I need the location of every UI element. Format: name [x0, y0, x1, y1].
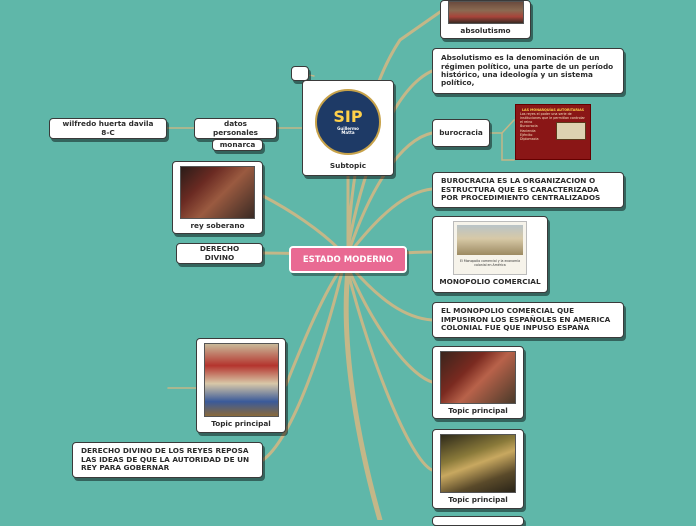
- empty-topic-node[interactable]: [291, 66, 309, 81]
- burocracia-image-bullet: Diplomacia: [520, 136, 539, 141]
- absolutismo-painting: [447, 1, 524, 24]
- table-illustration: [556, 122, 586, 140]
- rey-soberano-painting: [180, 166, 255, 219]
- topic-principal-left-label: Topic principal: [211, 419, 271, 428]
- subtopic-label: Subtopic: [329, 161, 367, 170]
- burocracia-image-bullet: Burocracia: [520, 124, 538, 129]
- burocracia-node[interactable]: burocracia: [432, 119, 490, 147]
- topic-principal-label: Topic principal: [448, 495, 508, 504]
- topic-principal-left-node[interactable]: Topic principal: [196, 338, 286, 433]
- derecho-divino-node[interactable]: DERECHO DIVINO: [176, 243, 263, 264]
- palace-painting: [440, 434, 516, 493]
- monopolio-node[interactable]: El Monopolio comercial y la economía col…: [432, 216, 548, 293]
- burocracia-label: burocracia: [439, 127, 483, 137]
- monopolio-illustration: El Monopolio comercial y la economía col…: [453, 221, 527, 275]
- datos-personales-label: datos personales: [212, 119, 259, 137]
- logo-seal: SIP Guillermo Matta: [315, 89, 381, 155]
- monopolio-definition-node[interactable]: EL MONOPOLIO COMERCIAL QUE IMPUSIRON LOS…: [432, 302, 624, 338]
- burocracia-image-bullet: Hacienda: [520, 128, 536, 133]
- burocracia-image: LAS MONARQUÍAS AUTORITARIAS Los reyes el…: [515, 104, 591, 160]
- logo-name-text: Guillermo Matta: [337, 125, 359, 135]
- monarca-label: monarca: [219, 139, 256, 149]
- absolutismo-definition-text: Absolutismo es la denominación de un rég…: [441, 53, 614, 88]
- monarca-node[interactable]: monarca: [212, 139, 263, 151]
- datos-personales-node[interactable]: datos personales: [194, 118, 277, 139]
- sip-logo: SIP Guillermo Matta: [311, 85, 385, 159]
- topic-principal-node-1[interactable]: Topic principal: [432, 346, 524, 419]
- burocracia-image-bullet: Ejército: [520, 132, 533, 137]
- absolutismo-node[interactable]: absolutismo: [440, 0, 531, 39]
- logo-sip-text: SIP: [333, 106, 363, 126]
- burocracia-definition-text: BUROCRACIA ES LA ORGANIZACION O ESTRUCTU…: [441, 176, 601, 203]
- coronation-painting: [203, 343, 279, 417]
- absolutismo-definition-node[interactable]: Absolutismo es la denominación de un rég…: [432, 48, 624, 94]
- rey-soberano-node[interactable]: rey soberano: [172, 161, 263, 234]
- subtopic-node[interactable]: SIP Guillermo Matta Subtopic: [302, 80, 394, 176]
- port-scene: [457, 225, 523, 255]
- monopolio-definition-text: EL MONOPOLIO COMERCIAL QUE IMPUSIRON LOS…: [441, 306, 611, 333]
- topic-node-partial[interactable]: [432, 516, 524, 526]
- derecho-divino-definition-node[interactable]: DERECHO DIVINO DE LOS REYES REPOSA LAS I…: [72, 442, 263, 478]
- burocracia-image-bullet: Los reyes el poder una serie de instituc…: [520, 112, 585, 125]
- wilfredo-node[interactable]: wilfredo huerta davila 8-C: [49, 118, 167, 139]
- court-painting: [440, 351, 516, 404]
- absolutismo-label: absolutismo: [460, 25, 511, 35]
- topic-principal-node-2[interactable]: Topic principal: [432, 429, 524, 509]
- monopolio-image-caption: El Monopolio comercial y la economía col…: [459, 259, 521, 267]
- monopolio-label: MONOPOLIO COMERCIAL: [439, 277, 541, 286]
- central-topic-label: ESTADO MODERNO: [302, 254, 394, 265]
- derecho-divino-definition-text: DERECHO DIVINO DE LOS REYES REPOSA LAS I…: [81, 446, 250, 473]
- wilfredo-label: wilfredo huerta davila 8-C: [62, 119, 154, 137]
- burocracia-definition-node[interactable]: BUROCRACIA ES LA ORGANIZACION O ESTRUCTU…: [432, 172, 624, 208]
- burocracia-image-title: LAS MONARQUÍAS AUTORITARIAS: [521, 108, 585, 112]
- central-topic[interactable]: ESTADO MODERNO: [289, 246, 407, 273]
- rey-soberano-label: rey soberano: [190, 220, 245, 230]
- derecho-divino-label: DERECHO DIVINO: [199, 244, 240, 262]
- topic-principal-label: Topic principal: [448, 405, 508, 415]
